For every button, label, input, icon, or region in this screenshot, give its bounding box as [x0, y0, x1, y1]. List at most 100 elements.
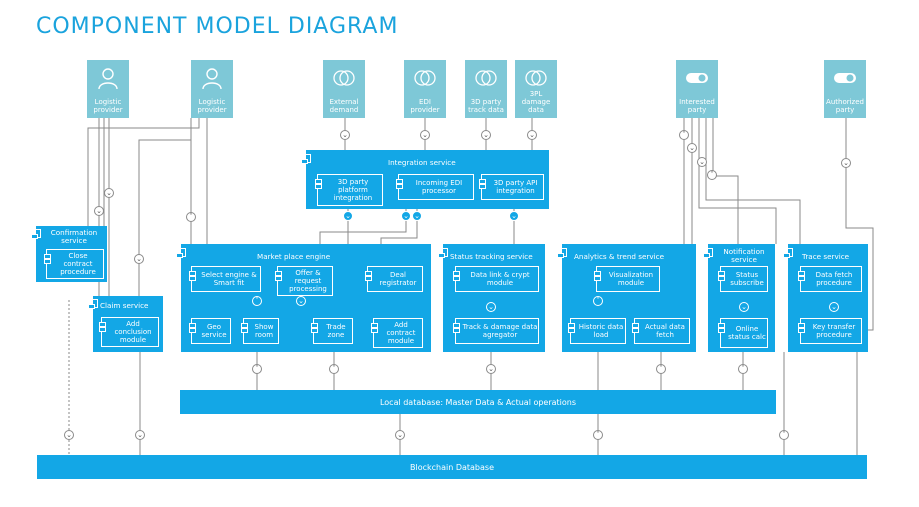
notification-service: Notification service Status subscribe On… [703, 244, 775, 352]
chevron-down-icon: ⌄ [134, 254, 144, 264]
actor-logistic-provider-2: Logistic provider [191, 60, 233, 118]
component-3d-party-platform-integration: 3D party platform integration [315, 174, 383, 206]
chevron-down-icon: ⌄ [296, 296, 306, 306]
chevron-down-icon: ⌄ [486, 302, 496, 312]
chevron-down-icon: ⌄ [401, 211, 411, 221]
chevron-up-icon: ˆ [252, 296, 262, 306]
actor-3pl-damage-data: 3PL damage data [515, 60, 557, 118]
chevron-down-icon: ⌄ [340, 130, 350, 140]
chevron-down-icon: ⌄ [412, 211, 422, 221]
actor-label: Logistic provider [93, 98, 123, 114]
chevron-up-icon: ˆ [186, 212, 196, 222]
trace-service: Trace service Data fetch procedure Key t… [783, 244, 868, 352]
chevron-up-icon: ˆ [656, 364, 666, 374]
status-tracking-service: Status tracking service Data link & cryp… [438, 244, 545, 352]
service-title: Status tracking service [450, 252, 533, 261]
component-incoming-edi-processor: Incoming EDI processor [396, 174, 474, 200]
actor-label: Interested party [679, 98, 715, 114]
actor-external-demand: External demand [323, 60, 365, 118]
component-status-subscribe: Status subscribe [718, 266, 768, 292]
component-icon [703, 248, 713, 258]
actor-label: Logistic provider [197, 98, 227, 114]
component-geo-service: Geo service [189, 318, 231, 344]
person-icon [202, 68, 222, 90]
actor-label: Authorized party [826, 98, 864, 114]
confirmation-service: Confirmation service Close contract proc… [31, 226, 107, 282]
overlap-circles-icon [333, 70, 355, 86]
component-data-link-crypt-module: Data link & crypt module [453, 266, 539, 292]
chevron-down-icon: ⌄ [420, 130, 430, 140]
chevron-up-icon: ˆ [707, 170, 717, 180]
diagram-title: COMPONENT MODEL DIAGRAM [36, 14, 399, 39]
chevron-up-icon: ˆ [738, 364, 748, 374]
toggle-icon [686, 73, 708, 83]
analytics-trend-service: Analytics & trend service Visualization … [557, 244, 696, 352]
chevron-down-icon: ⌄ [481, 130, 491, 140]
component-icon [438, 248, 448, 258]
market-place-engine: Market place engine Select engine & Smar… [176, 244, 431, 352]
actor-edi-provider: EDI provider [404, 60, 446, 118]
chevron-down-icon: ⌄ [104, 188, 114, 198]
overlap-circles-icon [525, 70, 547, 86]
component-key-transfer-procedure: Key transfer procedure [798, 318, 862, 344]
actor-label: External demand [329, 98, 359, 114]
chevron-up-icon: ˆ [779, 430, 789, 440]
actor-label: EDI provider [410, 98, 440, 114]
actor-authorized-party: Authorized party [824, 60, 866, 118]
component-add-contract-module: Add contract module [371, 318, 423, 348]
component-icon [783, 248, 793, 258]
local-database-bar: Local database: Master Data & Actual ope… [180, 390, 776, 414]
component-online-status-calc: Online status calc [718, 318, 768, 348]
service-title: Trace service [802, 252, 850, 261]
chevron-down-icon: ⌄ [841, 158, 851, 168]
component-icon [88, 299, 98, 309]
chevron-down-icon: ⌄ [509, 211, 519, 221]
service-title: Claim service [100, 301, 149, 310]
chevron-up-icon: ˆ [252, 364, 262, 374]
actor-3d-party-track-data: 3D party track data [465, 60, 507, 118]
service-title: Notification service [723, 247, 765, 264]
chevron-down-icon: ⌄ [395, 430, 405, 440]
blockchain-database-bar: Blockchain Database [37, 455, 867, 479]
chevron-up-icon: ˆ [593, 296, 603, 306]
component-add-conclusion-module: Add conclusion module [99, 317, 159, 347]
chevron-down-icon: ⌄ [697, 157, 707, 167]
component-historic-data-load: Historic data load [568, 318, 626, 344]
chevron-down-icon: ⌄ [739, 302, 749, 312]
component-close-contract-procedure: Close contract procedure [44, 249, 104, 279]
chevron-up-icon: ˆ [593, 430, 603, 440]
component-track-damage-data-agregator: Track & damage data agregator [453, 318, 539, 344]
service-title: Integration service [388, 158, 456, 167]
chevron-up-icon: ˆ [329, 364, 339, 374]
component-select-engine-smart-fit: Select engine & Smart fit [189, 266, 261, 292]
actor-logistic-provider-1: Logistic provider [87, 60, 129, 118]
integration-service: Integration service 3D party platform in… [301, 150, 549, 209]
actor-label: 3PL damage data [521, 90, 551, 114]
person-icon [98, 68, 118, 90]
component-show-room: Show room [241, 318, 279, 344]
component-icon [301, 154, 311, 164]
chevron-down-icon: ⌄ [829, 302, 839, 312]
overlap-circles-icon [475, 70, 497, 86]
chevron-down-icon: ⌄ [486, 364, 496, 374]
chevron-down-icon: ⌄ [135, 430, 145, 440]
service-title: Market place engine [257, 252, 331, 261]
chevron-down-icon: ⌄ [687, 143, 697, 153]
component-deal-registrator: Deal registrator [365, 266, 423, 292]
chevron-down-icon: ⌄ [527, 130, 537, 140]
component-visualization-module: Visualization module [594, 266, 660, 292]
component-icon [31, 229, 41, 239]
component-icon [176, 248, 186, 258]
chevron-down-icon: ⌄ [64, 430, 74, 440]
overlap-circles-icon [414, 70, 436, 86]
toggle-icon [834, 73, 856, 83]
actor-interested-party: Interested party [676, 60, 718, 118]
component-actual-data-fetch: Actual data fetch [632, 318, 690, 344]
chevron-up-icon: ˆ [679, 130, 689, 140]
component-offer-request-processing: Offer & request processing [275, 266, 333, 296]
chevron-down-icon: ⌄ [343, 211, 353, 221]
component-icon [557, 248, 567, 258]
component-3d-party-api-integration: 3D party API integration [479, 174, 544, 200]
service-title: Analytics & trend service [574, 252, 664, 261]
component-data-fetch-procedure: Data fetch procedure [798, 266, 862, 292]
